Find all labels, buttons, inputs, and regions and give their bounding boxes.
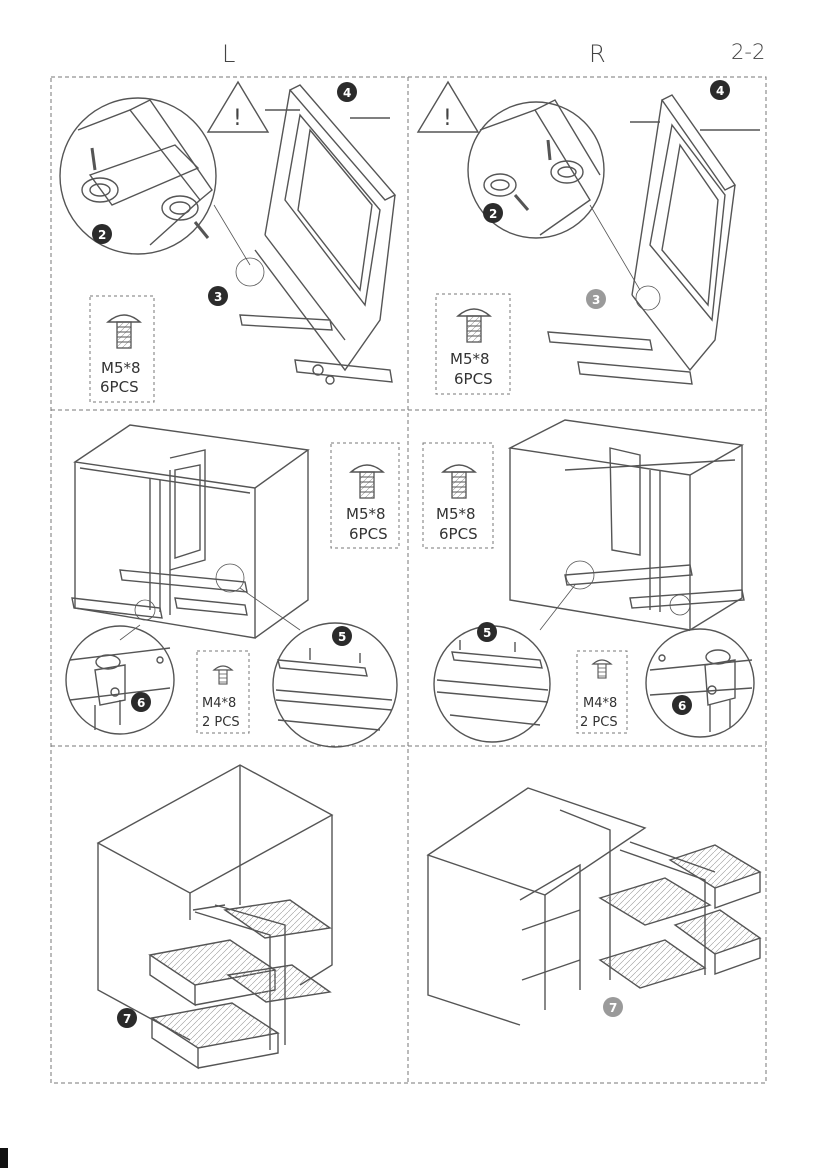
screw-box-l2: M5*8 6PCS <box>330 442 400 549</box>
screw-size-r2: M5*8 <box>436 505 476 523</box>
panel-right-bottom <box>426 787 762 1026</box>
step-badge-3-right: 3 <box>586 289 606 309</box>
svg-text:3: 3 <box>592 293 600 307</box>
basket-lower-left <box>150 1002 280 1070</box>
step-badge-5-left: 5 <box>332 626 352 646</box>
small-screw-size-l2: M4*8 <box>202 696 236 711</box>
screw-qty-r1: 6PCS <box>454 370 493 388</box>
svg-text:7: 7 <box>123 1012 131 1026</box>
panel-right-middle <box>433 419 755 743</box>
detail-circle-6-right <box>645 628 755 738</box>
screw-size-l1: M5*8 <box>101 359 141 377</box>
small-screw-qty-r2: 2 PCS <box>580 715 618 730</box>
small-screw-qty-l2: 2 PCS <box>202 715 240 730</box>
step-badge-3-left: 3 <box>208 286 228 306</box>
page-number: 2-2 <box>731 40 766 64</box>
right-side-label: R <box>589 40 606 68</box>
panel-left-bottom <box>96 764 334 1070</box>
warning-icon-left <box>206 80 270 133</box>
screw-box-r1: M5*8 6PCS <box>435 293 511 395</box>
step-badge-2-left: 2 <box>92 224 112 244</box>
step-badge-7-left: 7 <box>117 1008 137 1028</box>
step-badge-4-right: 4 <box>710 80 730 100</box>
screw-qty-l2: 6PCS <box>349 525 388 543</box>
svg-text:6: 6 <box>137 696 145 710</box>
screw-box-l2-small: M4*8 2 PCS <box>196 650 250 734</box>
step-badge-5-right: 5 <box>477 622 497 642</box>
basket-lower-center <box>598 939 707 989</box>
screw-box-r2-small: M4*8 2 PCS <box>576 650 628 734</box>
zoom-circle-left <box>59 97 217 255</box>
svg-text:5: 5 <box>338 630 346 644</box>
step-badges: 4 2 3 4 2 3 5 6 5 6 7 7 <box>92 80 730 1028</box>
warning-icon-right <box>416 80 480 133</box>
svg-text:3: 3 <box>214 290 222 304</box>
panel-left-top <box>59 80 397 385</box>
screw-qty-l1: 6PCS <box>100 378 139 396</box>
warning-mark-right: ! <box>443 106 452 131</box>
step-badge-2-right: 2 <box>483 203 503 223</box>
screw-size-l2: M5*8 <box>346 505 386 523</box>
step-badge-7-right: 7 <box>603 997 623 1017</box>
detail-circle-5-left <box>272 622 398 748</box>
screw-size-r1: M5*8 <box>450 350 490 368</box>
small-screw-size-r2: M4*8 <box>583 696 617 711</box>
basket-upper-back <box>223 899 332 939</box>
detail-circle-6-left <box>65 625 175 735</box>
step-badge-6-right: 6 <box>672 695 692 715</box>
panel-left-middle <box>65 424 398 748</box>
step-badge-4-left: 4 <box>337 82 357 102</box>
scan-edge-mark <box>0 1148 8 1168</box>
left-side-label: L <box>222 40 236 68</box>
step-badge-6-left: 6 <box>131 692 151 712</box>
screw-box-r2: M5*8 6PCS <box>422 442 494 549</box>
screw-qty-r2: 6PCS <box>439 525 478 543</box>
svg-text:2: 2 <box>489 207 497 221</box>
zoom-circle-right <box>467 101 605 239</box>
svg-text:7: 7 <box>609 1001 617 1015</box>
panel-right-top <box>416 80 760 385</box>
svg-text:2: 2 <box>98 228 106 242</box>
svg-text:4: 4 <box>343 86 351 100</box>
svg-text:4: 4 <box>716 84 724 98</box>
svg-text:6: 6 <box>678 699 686 713</box>
screw-box-l1: M5*8 6PCS <box>89 295 155 403</box>
warning-mark-left: ! <box>233 106 242 131</box>
basket-upper-center <box>598 877 712 926</box>
panel-grid <box>50 76 767 1084</box>
svg-text:5: 5 <box>483 626 491 640</box>
